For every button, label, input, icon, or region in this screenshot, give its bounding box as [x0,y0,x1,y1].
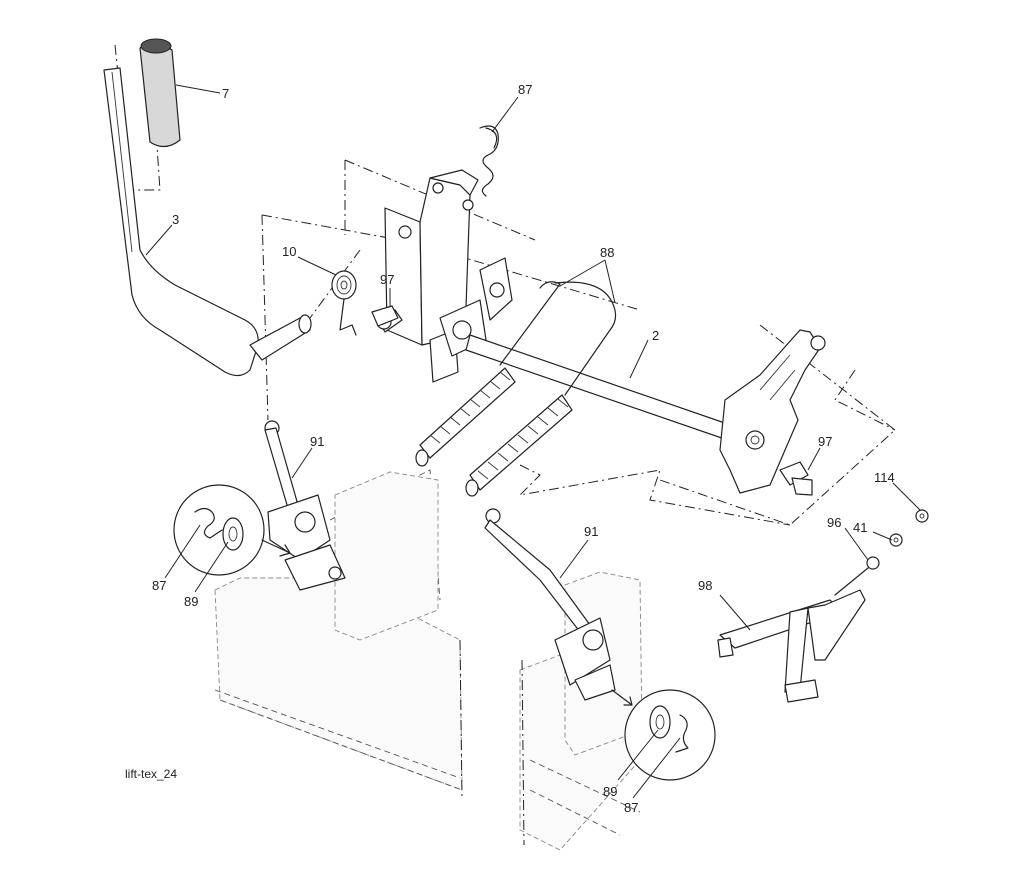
lift-shaft [465,329,826,494]
detail-circle-right [611,689,716,781]
callout-7: 7 [222,86,229,101]
bracket-98 [717,567,869,703]
lift-lever [103,38,312,377]
callout-87-left: 87 [152,578,166,593]
callout-88: 88 [600,245,614,260]
callout-97-right: 97 [818,434,832,449]
callout-98: 98 [698,578,712,593]
detail-circle-left [173,484,291,576]
small-hardware [866,509,929,570]
callout-labels: 7 87 3 10 97 88 2 91 97 114 41 96 87 89 … [152,82,895,815]
callout-87-right: 87 [624,800,638,815]
callout-89-right: 89 [603,784,617,799]
bolt-right [779,461,813,496]
spring-right [465,394,573,497]
bolt-left [371,305,399,327]
callout-10: 10 [282,244,296,259]
figure-caption: lift-tex_24 [125,767,177,781]
left-lift-link [264,420,346,591]
callout-91-left: 91 [310,434,324,449]
extension-springs [415,281,617,497]
spring-left [415,367,516,467]
callout-89-left: 89 [184,594,198,609]
torsion-spring [331,270,357,336]
callout-114: 114 [874,470,895,485]
leader-lines [145,84,921,799]
callout-41: 41 [853,520,867,535]
callout-91-right: 91 [584,524,598,539]
callout-87-top: 87 [518,82,532,97]
callout-2: 2 [652,328,659,343]
callout-97-left: 97 [380,272,394,287]
callout-96: 96 [827,515,841,530]
callout-3: 3 [172,212,179,227]
hairpin-clip-top [479,125,499,197]
right-lift-link [484,508,616,701]
